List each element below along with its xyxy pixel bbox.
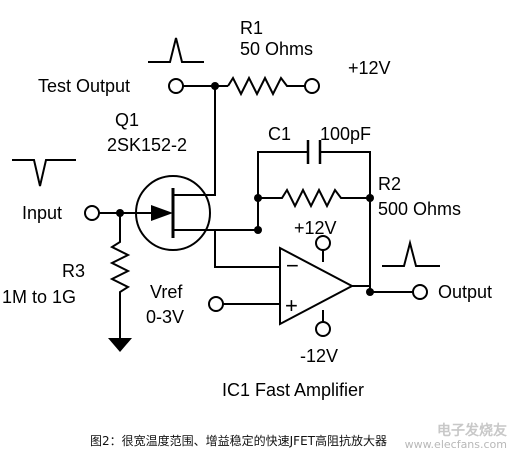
r2-name-label: R2 bbox=[378, 174, 401, 194]
c1-name-label: C1 bbox=[268, 124, 291, 144]
ic1-label: IC1 Fast Amplifier bbox=[222, 380, 364, 400]
vref-range-label: 0-3V bbox=[146, 307, 184, 327]
ic1-opamp bbox=[279, 246, 355, 326]
opamp-minus-sign: − bbox=[286, 253, 299, 278]
r2-resistor bbox=[258, 187, 370, 209]
figure-caption-area: 图2：很宽温度范围、增益稳定的快速JFET高阻抗放大器 电子发烧友 www.el… bbox=[0, 424, 519, 458]
q1-part-label: 2SK152-2 bbox=[107, 135, 187, 155]
output-terminal bbox=[412, 284, 428, 300]
opamp-negative-supply-terminal bbox=[315, 321, 331, 337]
r2-right-junction bbox=[366, 194, 374, 202]
test-output-pulse-waveform bbox=[148, 37, 204, 63]
input-terminal bbox=[84, 205, 100, 221]
opamp-positive-supply-terminal bbox=[315, 235, 331, 251]
input-label: Input bbox=[22, 203, 62, 223]
r1-supply-terminal bbox=[304, 78, 320, 94]
r3-name-label: R3 bbox=[62, 261, 85, 281]
watermark-title: 电子发烧友 bbox=[437, 423, 507, 439]
r1-supply-label: +12V bbox=[348, 58, 391, 78]
r1-value-label: 50 Ohms bbox=[240, 39, 313, 59]
r2-value-label: 500 Ohms bbox=[378, 199, 461, 219]
test-output-terminal bbox=[168, 78, 184, 94]
opamp-negative-supply-label: -12V bbox=[300, 346, 338, 366]
test-output-label: Test Output bbox=[38, 76, 130, 96]
figure-caption: 图2：很宽温度范围、增益稳定的快速JFET高阻抗放大器 bbox=[90, 434, 387, 448]
output-pulse-waveform bbox=[382, 239, 440, 267]
opamp-positive-supply-label: +12V bbox=[294, 218, 337, 238]
drain-wire bbox=[192, 86, 216, 196]
input-pulse-waveform bbox=[12, 159, 76, 187]
r2-left-junction bbox=[254, 194, 262, 202]
output-label: Output bbox=[438, 282, 492, 302]
q1-gate-arrow bbox=[151, 205, 173, 221]
inverting-input-wire bbox=[214, 230, 280, 268]
r3-resistor bbox=[109, 213, 131, 338]
watermark: 电子发烧友 www.elecfans.com bbox=[405, 424, 507, 452]
opamp-plus-sign: + bbox=[285, 293, 298, 318]
output-junction bbox=[366, 288, 374, 296]
vref-terminal bbox=[208, 296, 224, 312]
amplifier-schematic: − + R1 50 Ohms +12V Test Output Q1 2SK15… bbox=[2, 18, 492, 400]
c1-capacitor bbox=[306, 140, 322, 164]
r3-value-label: 1M to 1G bbox=[2, 287, 76, 307]
r1-name-label: R1 bbox=[240, 18, 263, 38]
c1-value-label: 100pF bbox=[320, 124, 371, 144]
watermark-url: www.elecfans.com bbox=[404, 438, 507, 451]
output-wire bbox=[352, 285, 413, 293]
ground-symbol bbox=[108, 338, 132, 352]
r1-resistor bbox=[227, 75, 305, 97]
q1-name-label: Q1 bbox=[115, 110, 139, 130]
vref-label: Vref bbox=[150, 282, 183, 302]
